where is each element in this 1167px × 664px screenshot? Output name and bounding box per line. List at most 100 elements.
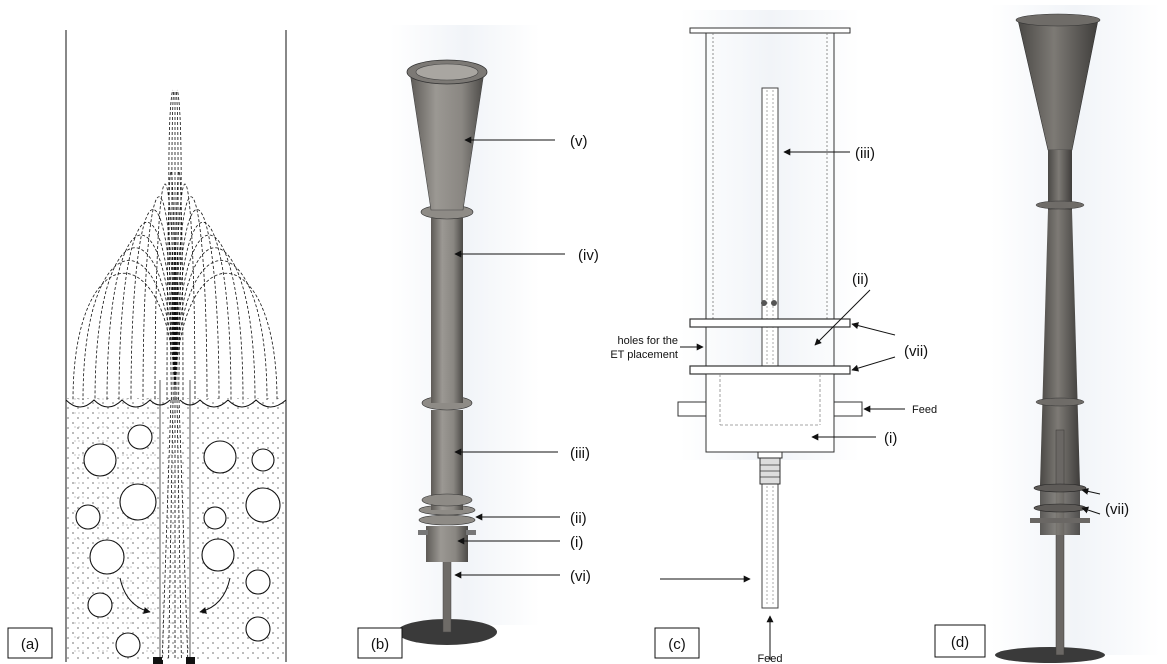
arrow-vii-lower xyxy=(1081,506,1101,515)
fountain-trajectories xyxy=(72,89,278,661)
flange-vii-lower xyxy=(1033,503,1087,513)
bubble xyxy=(203,506,227,530)
central-rod xyxy=(1055,429,1065,656)
bubble xyxy=(83,443,117,477)
spout-line xyxy=(175,89,179,401)
label-i: (i) xyxy=(884,430,897,447)
panel-d: (vii) (d) xyxy=(934,5,1160,663)
arrow-vii-upper xyxy=(1081,487,1101,495)
fountain-trajectory xyxy=(174,171,184,401)
jet-line xyxy=(161,399,172,661)
label-ii: (ii) xyxy=(852,271,869,288)
bed-left-texture xyxy=(66,398,176,662)
bubble xyxy=(115,632,141,658)
side-feed-left xyxy=(677,401,707,417)
gas-flow-arrow-left xyxy=(119,577,151,614)
arrow-vii-upper xyxy=(851,322,896,336)
fountain-trajectory xyxy=(174,247,256,401)
base-chamber-i xyxy=(426,526,468,562)
label-iii: (iii) xyxy=(855,145,875,162)
panel-c: (iii) (ii) (vii) Feed (i) holes for the … xyxy=(610,10,937,664)
panel-a-tag-box xyxy=(7,627,53,659)
upper-tube xyxy=(1048,150,1072,210)
label-ii: (ii) xyxy=(570,510,587,527)
cone-opening xyxy=(415,63,479,81)
cone-rim xyxy=(1015,13,1101,27)
bubble xyxy=(87,592,113,618)
flange-vii-lower xyxy=(689,365,851,375)
fountain-trajectory xyxy=(142,196,176,401)
fountain-trajectory xyxy=(94,247,176,401)
inlet-block-right xyxy=(186,657,195,664)
side-inlet-right xyxy=(466,530,476,535)
flange-vii-upper xyxy=(1033,483,1087,493)
panel-d-tag-box xyxy=(934,624,986,658)
bubble xyxy=(75,504,101,530)
jet-line xyxy=(176,399,182,661)
panel-b-tag-box xyxy=(357,627,403,659)
gas-flow-arrow-right xyxy=(199,577,231,614)
bubble xyxy=(203,440,237,474)
spout-line xyxy=(177,89,182,401)
bubble xyxy=(245,616,271,642)
base-chamber-i xyxy=(705,373,835,453)
jet-line xyxy=(168,399,174,661)
panel-b-tag: (b) xyxy=(371,636,389,653)
spout-line xyxy=(171,89,175,401)
feed-pipe-vi xyxy=(442,559,452,633)
panel-a: (a) xyxy=(7,30,287,664)
bubble xyxy=(251,448,275,472)
side-inlets xyxy=(1030,518,1090,523)
arrow-ii xyxy=(814,289,871,346)
label-iv: (iv) xyxy=(578,247,599,264)
label-iii: (iii) xyxy=(570,445,590,462)
flange-ii-upper xyxy=(418,514,476,526)
hole-2 xyxy=(771,300,777,306)
fountain-trajectory xyxy=(174,273,278,401)
fountain-trajectory xyxy=(72,273,176,401)
label-v: (v) xyxy=(570,133,588,150)
bubble xyxy=(201,538,235,572)
label-vii: (vii) xyxy=(904,343,928,360)
middle-tube xyxy=(1040,210,1080,485)
label-holes-line1: holes for the xyxy=(617,335,678,347)
bubbles xyxy=(75,424,281,658)
bubble xyxy=(127,424,153,450)
bed-surface xyxy=(65,399,287,408)
base-shadow xyxy=(995,647,1105,663)
label-vii: (vii) xyxy=(1105,501,1129,518)
flange-upper xyxy=(1035,200,1085,210)
side-feed-right xyxy=(833,401,863,417)
tube-section-iii xyxy=(431,410,463,510)
panel-c-tag: (c) xyxy=(668,636,686,653)
arrow-vii-lower xyxy=(851,356,896,372)
top-flange xyxy=(689,27,851,34)
fountain-trajectory xyxy=(174,196,208,401)
fountain-trajectory xyxy=(82,260,176,401)
fountain-trajectory xyxy=(154,183,176,401)
hole-1 xyxy=(761,300,767,306)
label-feed-bottom: Feed xyxy=(757,653,782,664)
fountain-trajectory xyxy=(174,183,196,401)
panel-c-tag-box xyxy=(654,627,700,659)
fountain-trajectory xyxy=(106,234,176,401)
label-holes-line2: ET placement xyxy=(610,349,678,361)
flange-iii-bottom xyxy=(421,493,473,507)
flange-middle xyxy=(1035,397,1085,407)
bubble xyxy=(245,569,271,595)
label-feed-side: Feed xyxy=(912,404,937,416)
fountain-trajectory xyxy=(166,171,176,401)
panel-d-tag: (d) xyxy=(951,634,969,651)
panel-b: (v) (iv) (iii) (ii) (i) (vi) (b) xyxy=(357,25,599,659)
inlet-block-left xyxy=(153,657,162,664)
side-inlet-left xyxy=(418,530,428,535)
spout-line xyxy=(168,89,173,401)
flange-vii-upper xyxy=(689,318,851,328)
fitting-top xyxy=(757,451,783,459)
panel-a-tag: (a) xyxy=(21,636,39,653)
bubble xyxy=(245,487,281,523)
fountain-trajectory xyxy=(174,260,268,401)
label-i: (i) xyxy=(570,534,583,551)
tube-section-iv xyxy=(431,218,463,403)
